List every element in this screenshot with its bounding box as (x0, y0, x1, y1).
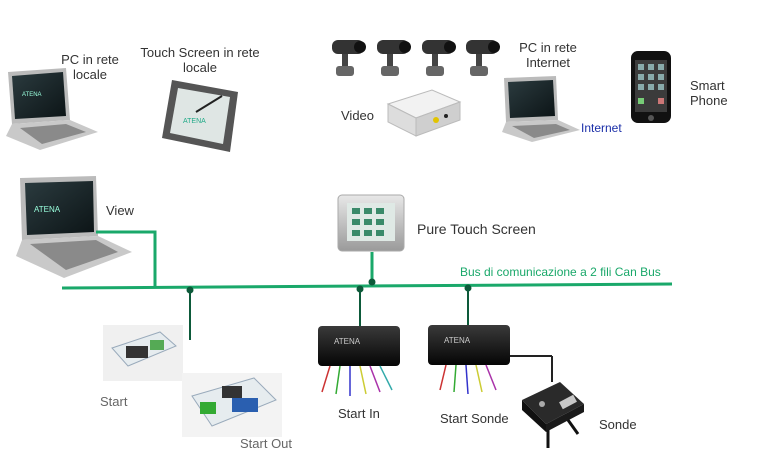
video-server-icon (386, 89, 462, 137)
label-pure-touch: Pure Touch Screen (417, 221, 536, 237)
svg-text:ATENA: ATENA (334, 337, 361, 346)
label-start: Start (100, 394, 128, 409)
tablet-touch-icon: ATENA (162, 80, 238, 152)
label-internet: Internet (581, 121, 622, 135)
svg-text:ATENA: ATENA (183, 118, 206, 125)
label-view: View (106, 203, 134, 218)
label-start-out: Start Out (240, 436, 293, 451)
smartphone-icon (631, 51, 671, 123)
start-in-module-icon: ATENA (318, 326, 400, 396)
start-module-icon (103, 325, 183, 381)
svg-text:ATENA: ATENA (444, 336, 471, 345)
start-out-module-icon (182, 373, 282, 437)
cameras-icon (332, 40, 500, 76)
pure-touch-screen-icon (337, 194, 405, 252)
label-video: Video (341, 108, 375, 123)
bus-drops (189, 289, 469, 340)
sonde-sensor-icon (522, 382, 584, 448)
laptop-local-icon: ATENA (6, 68, 98, 150)
label-start-in: Start In (338, 406, 380, 421)
svg-text:ATENA: ATENA (22, 92, 42, 98)
label-bus: Bus di comunicazione a 2 fili Can Bus (460, 265, 661, 279)
laptop-internet-icon (502, 76, 580, 142)
label-sonde: Sonde (599, 417, 637, 432)
laptop-view-icon: ATENA (16, 176, 132, 278)
svg-text:ATENA: ATENA (34, 205, 61, 214)
bus-nodes (186, 278, 472, 294)
start-sonde-module-icon: ATENA (428, 325, 510, 395)
label-start-sonde: Start Sonde (440, 411, 509, 426)
